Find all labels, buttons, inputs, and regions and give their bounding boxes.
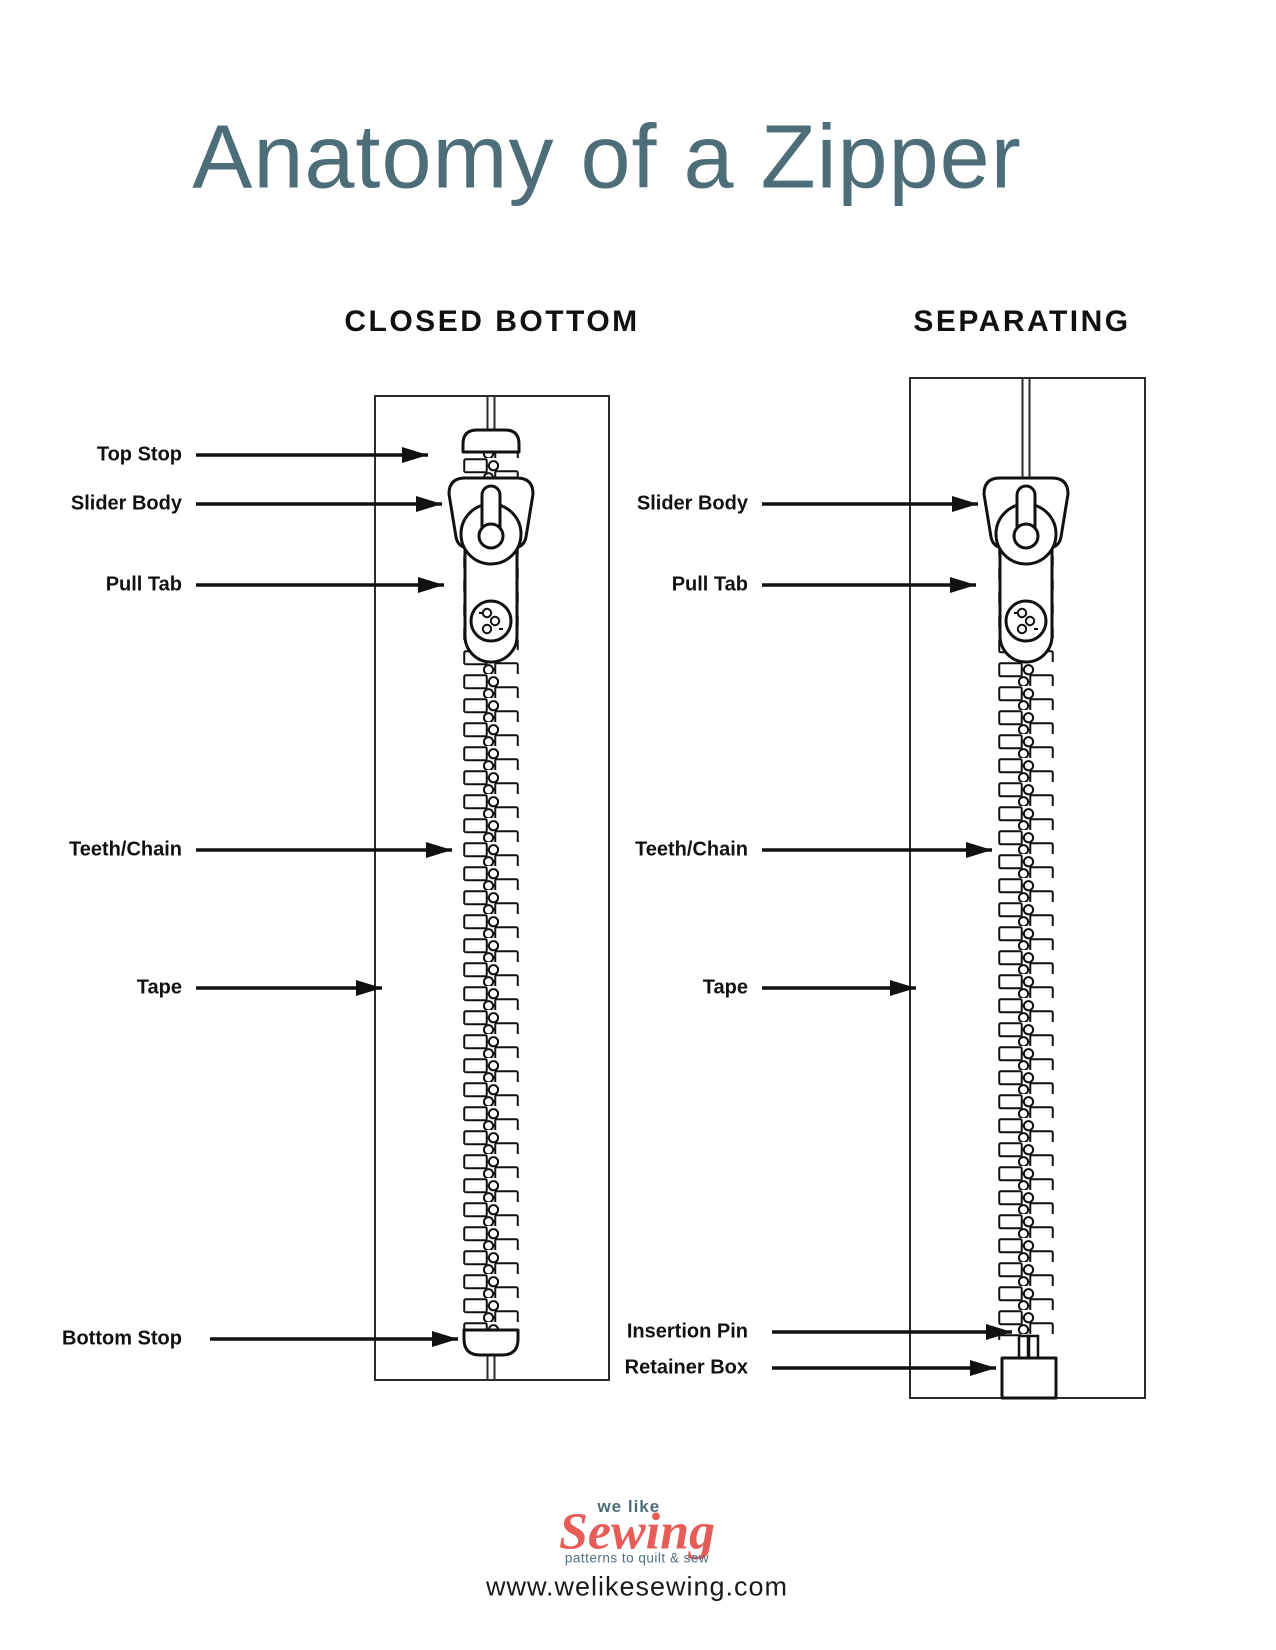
tape-left [374,395,610,1381]
page-title: Anatomy of a Zipper [192,107,1022,208]
callout-arrows [196,447,1012,1376]
label-slider-body-right: Slider Body [636,492,748,515]
logo-tagline: patterns to quilt & sew [564,1550,710,1566]
teeth-chain-right [998,542,1054,1340]
pull-tab-hole-right [1012,522,1040,550]
tape-split-right [1021,378,1031,481]
label-tape-right: Tape [702,976,748,999]
label-tape-left: Tape [136,976,182,999]
site-url: www.welikesewing.com [485,1571,789,1602]
closed-bottom-zipper [374,395,610,1381]
logo-sewing: Sewing [558,1503,716,1561]
logo-we-like: we like [597,1497,661,1516]
top-stop [461,428,521,454]
label-bottom-stop: Bottom Stop [62,1327,182,1350]
pull-tab-hole-left [477,522,505,550]
label-teeth-chain-left: Teeth/Chain [69,838,182,861]
label-teeth-chain-right: Teeth/Chain [635,838,748,861]
label-pull-tab-left: Pull Tab [105,573,182,596]
label-pull-tab-right: Pull Tab [671,573,748,596]
separating-zipper [909,377,1146,1400]
label-slider-body-left: Slider Body [70,492,182,515]
separating-header: SEPARATING [913,305,1131,338]
label-retainer-box: Retainer Box [624,1356,748,1379]
tape-split-left [486,396,496,1380]
bottom-stop [462,1328,520,1357]
label-top-stop: Top Stop [96,443,182,466]
closed-bottom-header: CLOSED BOTTOM [344,305,640,338]
insertion-pin [1017,1334,1030,1362]
label-insertion-pin: Insertion Pin [626,1320,748,1343]
retainer-box [1000,1356,1058,1400]
